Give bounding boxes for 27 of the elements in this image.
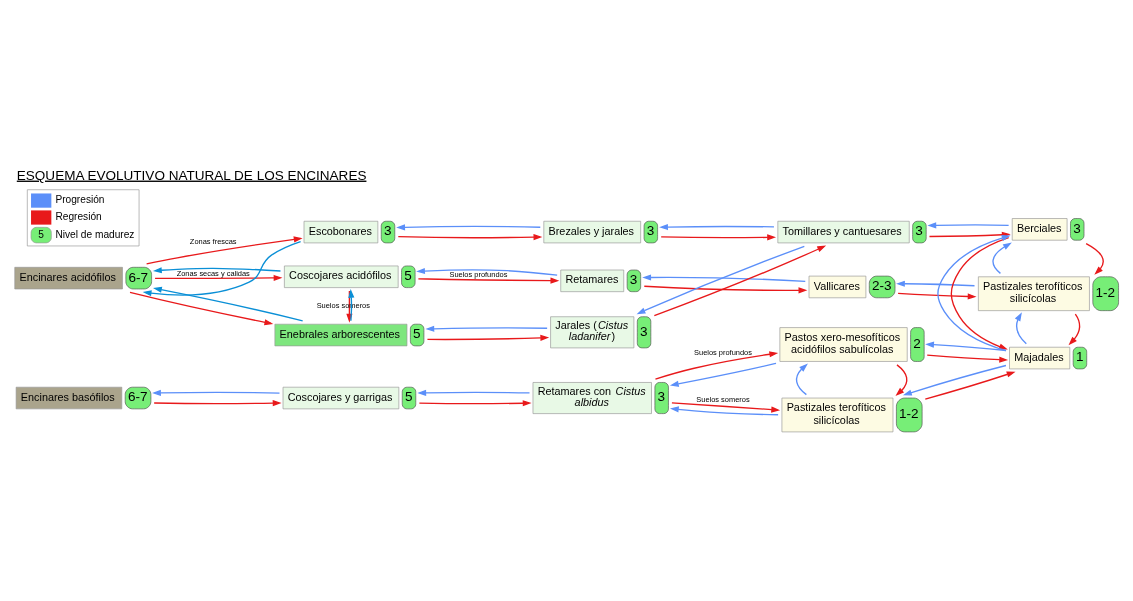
edge-label: Suelos profundos bbox=[694, 347, 752, 357]
node-label: 3 bbox=[646, 222, 655, 238]
node-label: 6-7 bbox=[127, 388, 148, 404]
diagram-title: ESQUEMA EVOLUTIVO NATURAL DE LOS ENCINARES bbox=[16, 167, 367, 183]
node-label: 2 bbox=[913, 335, 921, 351]
node-label: 3 bbox=[640, 323, 648, 339]
legend-label: Progresión bbox=[55, 193, 105, 205]
node-label: 3 bbox=[383, 222, 392, 238]
node-label: 1 bbox=[1075, 348, 1084, 364]
label: 5 bbox=[38, 228, 44, 239]
node-label: 3 bbox=[629, 271, 638, 287]
legend-label: Nivel de madurez bbox=[55, 228, 135, 239]
node-label: 6-7 bbox=[128, 269, 149, 285]
node-label: 1-2 bbox=[1095, 284, 1116, 300]
node-label: 2-3 bbox=[872, 277, 892, 293]
edge-label: Zonas secas y calidas bbox=[176, 268, 250, 278]
edge-label: Suelos someros bbox=[696, 394, 750, 404]
node-label: 5 bbox=[404, 267, 412, 283]
node-label: 3 bbox=[657, 388, 666, 404]
node-label: 1-2 bbox=[899, 405, 919, 421]
node-label: 5 bbox=[413, 325, 421, 341]
edge-label: Zonas frescas bbox=[189, 236, 237, 246]
legend-label: Regresión bbox=[55, 210, 102, 222]
node-label: 3 bbox=[915, 222, 923, 238]
node-label: 5 bbox=[404, 388, 413, 404]
edge-label: Suelos profundos bbox=[449, 269, 508, 279]
node-label: 3 bbox=[1073, 220, 1081, 236]
